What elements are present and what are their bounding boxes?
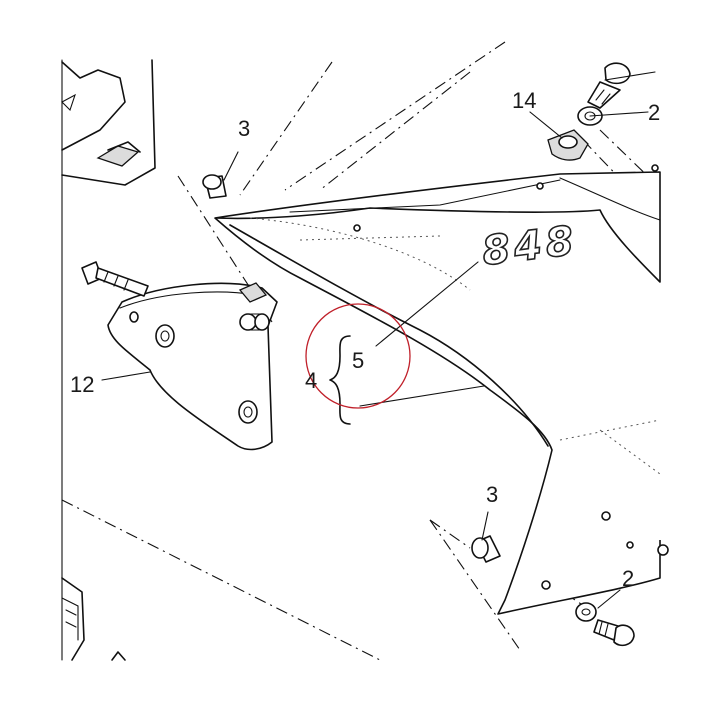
callout-decal-848: 5 [352,348,364,373]
callout-upper-spacer: 3 [238,116,250,141]
bracket-spacer [239,313,270,331]
lower-left-fragment [61,577,126,661]
callout-lower-bolt: 2 [622,566,634,591]
upper-spacer [202,174,227,199]
side-fairing-panel [214,164,661,615]
bracket-bolt [81,261,149,297]
decal-848-text: 848 [480,218,580,275]
callout-lower-spacer: 3 [486,482,498,507]
clip-nut [547,129,589,161]
lower-bolt-assembly [575,511,669,647]
callout-decal-group: 4 [305,368,317,393]
callout-bracket: 12 [70,372,94,397]
upper-left-fairing [61,59,156,186]
upper-bolt-assembly [577,62,631,126]
group-brace [329,335,351,425]
highlight-circle [305,303,411,409]
callout-upper-bolt: 2 [648,100,660,125]
mounting-bracket [107,282,278,451]
callout-clip: 14 [512,88,536,113]
decal-848: 848 [479,217,581,276]
lower-spacer [471,535,501,563]
assembly-centerlines [61,41,661,661]
part-callouts: 3 14 2 12 4 5 3 2 [70,88,660,591]
